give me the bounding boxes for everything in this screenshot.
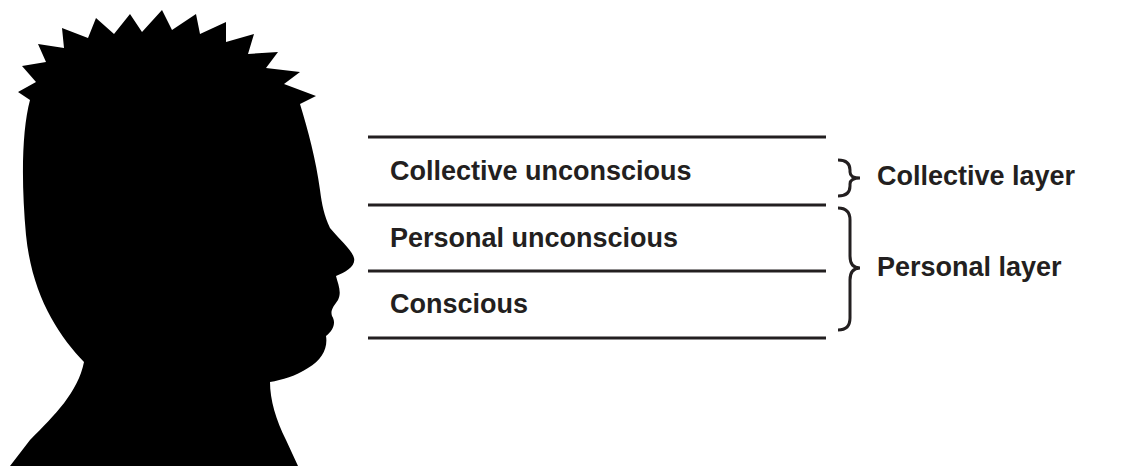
head-silhouette xyxy=(10,10,354,466)
brace xyxy=(838,160,860,196)
layer-name: Conscious xyxy=(390,289,528,320)
layer-group-label: Collective layer xyxy=(877,161,1075,192)
layer-name: Personal unconscious xyxy=(390,223,678,254)
layer-band: Personal unconscious xyxy=(370,207,824,270)
band-line xyxy=(368,270,826,273)
band-line xyxy=(368,204,826,207)
layer-name: Collective unconscious xyxy=(390,156,692,187)
layer-band: Collective unconscious xyxy=(370,139,824,204)
band-line xyxy=(368,337,826,340)
layer-band: Conscious xyxy=(370,273,824,337)
brace xyxy=(838,208,860,330)
band-line xyxy=(368,136,826,139)
layer-group-label: Personal layer xyxy=(877,252,1062,283)
